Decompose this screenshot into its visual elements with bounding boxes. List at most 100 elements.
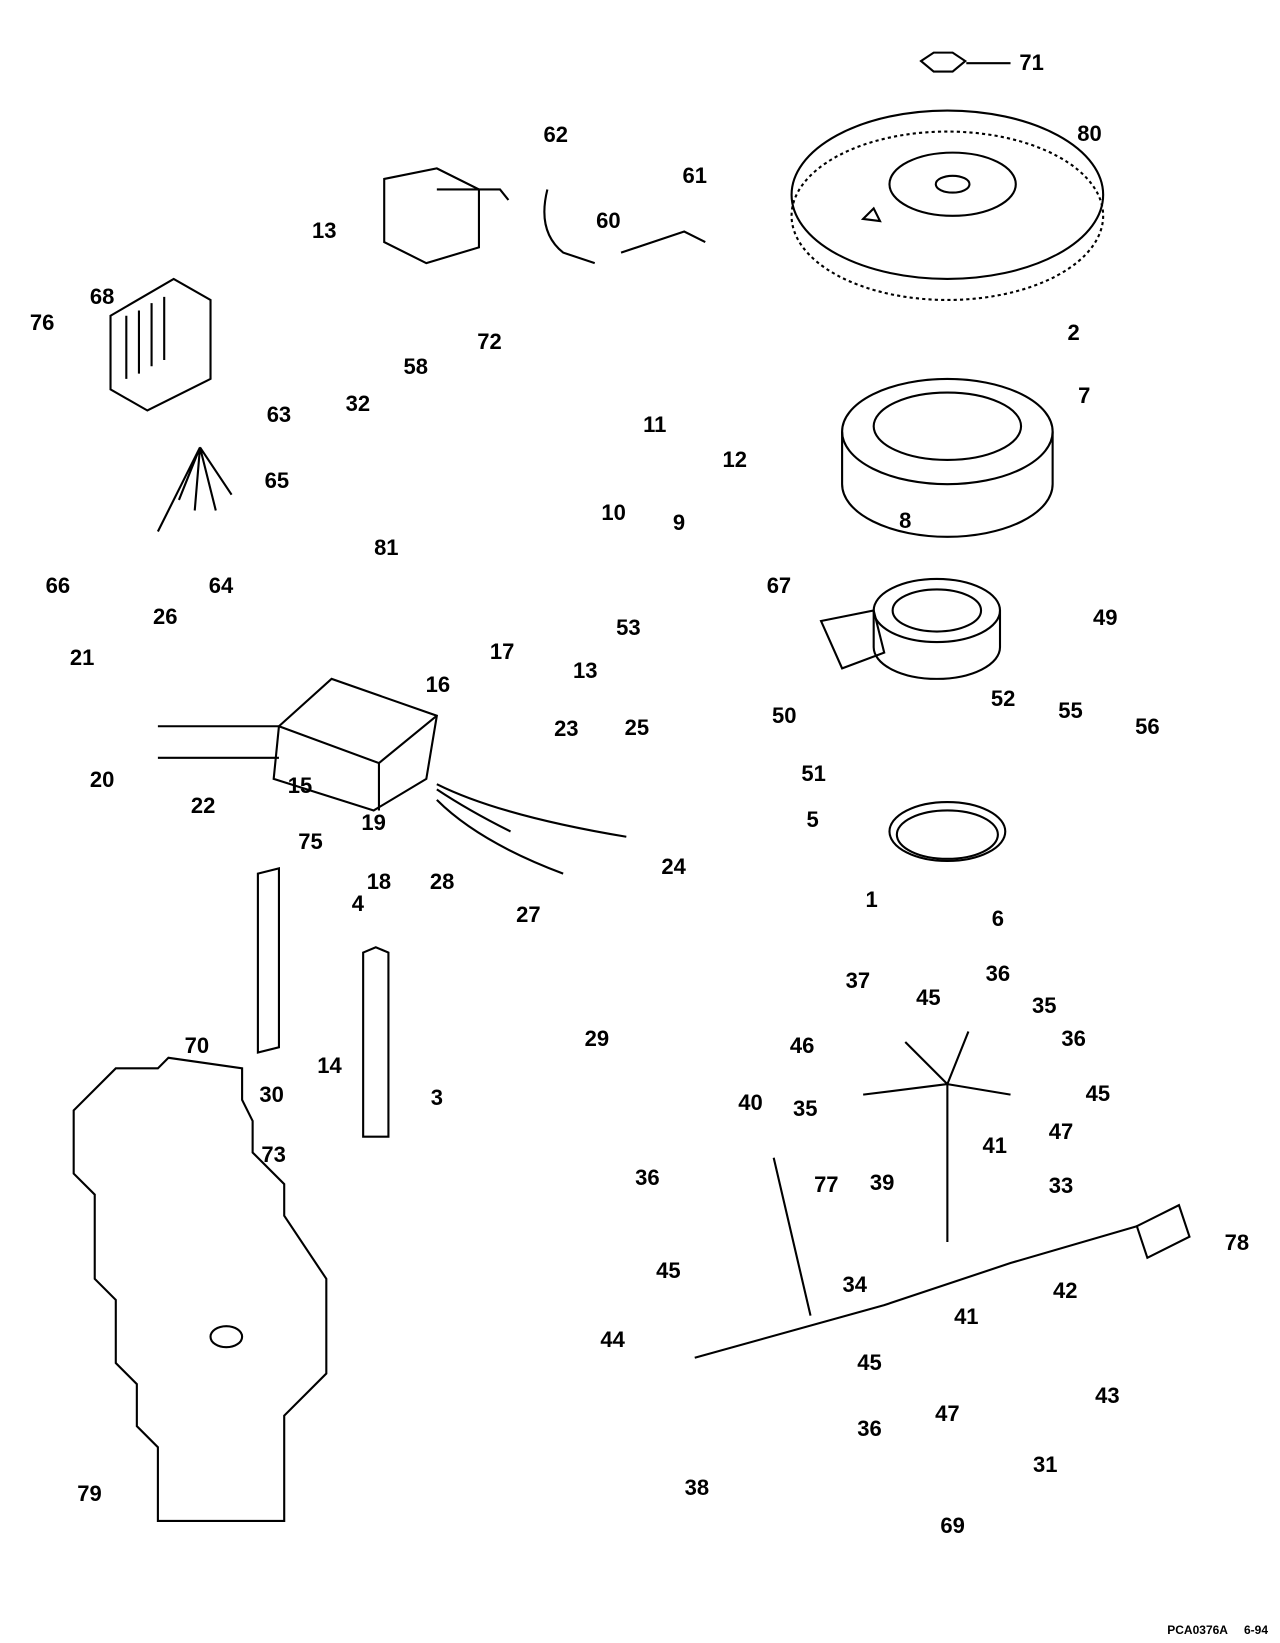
power-pack xyxy=(157,677,627,875)
callout-36: 36 xyxy=(985,960,1011,986)
callout-50: 50 xyxy=(771,702,797,728)
callout-55: 55 xyxy=(1058,697,1083,723)
callout-4: 4 xyxy=(351,891,365,917)
callout-43: 43 xyxy=(1095,1382,1120,1408)
callout-36: 36 xyxy=(857,1416,882,1442)
flywheel xyxy=(790,109,1105,302)
callout-79: 79 xyxy=(77,1480,102,1506)
callout-40: 40 xyxy=(738,1090,763,1116)
callout-20: 20 xyxy=(89,767,115,792)
callout-56: 56 xyxy=(1135,714,1160,740)
callout-77: 77 xyxy=(814,1172,839,1198)
callout-5: 5 xyxy=(806,807,819,832)
callout-60: 60 xyxy=(596,208,621,234)
callout-70: 70 xyxy=(184,1033,210,1059)
callout-30: 30 xyxy=(259,1081,284,1107)
callout-58: 58 xyxy=(403,354,429,380)
callout-53: 53 xyxy=(616,615,641,641)
drawing-code: PCA0376A xyxy=(1167,1623,1228,1637)
callout-67: 67 xyxy=(766,573,792,599)
callout-36: 36 xyxy=(1061,1025,1086,1051)
callout-35: 35 xyxy=(1031,993,1057,1019)
callout-18: 18 xyxy=(366,869,392,895)
callout-29: 29 xyxy=(584,1025,610,1051)
callout-25: 25 xyxy=(624,715,650,741)
callout-23: 23 xyxy=(554,716,579,742)
callout-3: 3 xyxy=(430,1084,443,1110)
callout-45: 45 xyxy=(857,1350,882,1376)
callout-26: 26 xyxy=(153,603,178,629)
callout-45: 45 xyxy=(656,1257,681,1283)
callout-24: 24 xyxy=(661,854,686,880)
callout-36: 36 xyxy=(635,1164,660,1190)
callout-27: 27 xyxy=(516,901,541,927)
callout-22: 22 xyxy=(190,793,216,819)
callout-2: 2 xyxy=(1067,319,1080,345)
retaining-ring xyxy=(888,800,1007,863)
wiring-harness xyxy=(694,1031,1191,1359)
callout-42: 42 xyxy=(1053,1277,1078,1303)
callout-47: 47 xyxy=(1048,1118,1074,1144)
callout-80: 80 xyxy=(1077,120,1102,146)
callout-11: 11 xyxy=(643,412,667,438)
callout-37: 37 xyxy=(845,968,871,994)
callout-51: 51 xyxy=(801,760,826,786)
rectifier xyxy=(109,277,233,532)
callout-78: 78 xyxy=(1224,1230,1250,1256)
callout-13: 13 xyxy=(573,657,598,683)
ignition-coil xyxy=(383,167,510,265)
callout-63: 63 xyxy=(266,401,292,427)
callout-12: 12 xyxy=(722,447,747,472)
callout-69: 69 xyxy=(940,1513,965,1539)
callout-14: 14 xyxy=(317,1053,342,1079)
callout-8: 8 xyxy=(899,508,912,534)
callout-73: 73 xyxy=(261,1141,286,1167)
callout-34: 34 xyxy=(842,1272,867,1298)
callout-10: 10 xyxy=(601,499,626,525)
callout-65: 65 xyxy=(264,468,290,494)
callout-38: 38 xyxy=(684,1475,710,1501)
callout-41: 41 xyxy=(954,1303,979,1329)
callout-31: 31 xyxy=(1033,1452,1058,1478)
callout-71: 71 xyxy=(1019,50,1044,76)
callout-68: 68 xyxy=(89,283,115,309)
callout-52: 52 xyxy=(990,685,1016,711)
callout-9: 9 xyxy=(672,510,686,536)
stator xyxy=(841,377,1054,538)
nut xyxy=(919,51,1011,73)
callout-28: 28 xyxy=(429,869,455,895)
callout-15: 15 xyxy=(287,773,313,799)
mounting-bracket xyxy=(72,1056,328,1522)
callout-41: 41 xyxy=(982,1133,1007,1159)
drawing-reference: PCA0376A 6-94 xyxy=(1151,1623,1268,1637)
callout-45: 45 xyxy=(1085,1080,1111,1106)
spark-plug-lead xyxy=(543,189,706,265)
callout-7: 7 xyxy=(1078,382,1091,408)
callout-47: 47 xyxy=(935,1400,960,1426)
callout-49: 49 xyxy=(1093,604,1118,630)
callout-1: 1 xyxy=(865,887,878,912)
timer-base xyxy=(819,577,1002,680)
callout-62: 62 xyxy=(543,121,569,147)
callout-16: 16 xyxy=(425,672,451,698)
callout-13: 13 xyxy=(311,217,337,243)
callout-44: 44 xyxy=(600,1327,625,1352)
terminal-strip xyxy=(256,866,280,1054)
callout-72: 72 xyxy=(477,329,502,355)
callout-6: 6 xyxy=(991,905,1005,931)
callout-66: 66 xyxy=(45,573,71,599)
callout-45: 45 xyxy=(916,984,941,1010)
callout-35: 35 xyxy=(793,1096,818,1122)
callout-61: 61 xyxy=(682,162,707,188)
callout-76: 76 xyxy=(29,310,55,336)
callout-19: 19 xyxy=(361,810,386,836)
callout-32: 32 xyxy=(345,391,371,417)
callout-17: 17 xyxy=(489,638,515,664)
drawing-date: 6-94 xyxy=(1243,1623,1268,1637)
callout-81: 81 xyxy=(374,535,399,561)
terminal-cover xyxy=(362,946,390,1138)
callout-33: 33 xyxy=(1048,1173,1074,1199)
callout-21: 21 xyxy=(69,644,95,670)
